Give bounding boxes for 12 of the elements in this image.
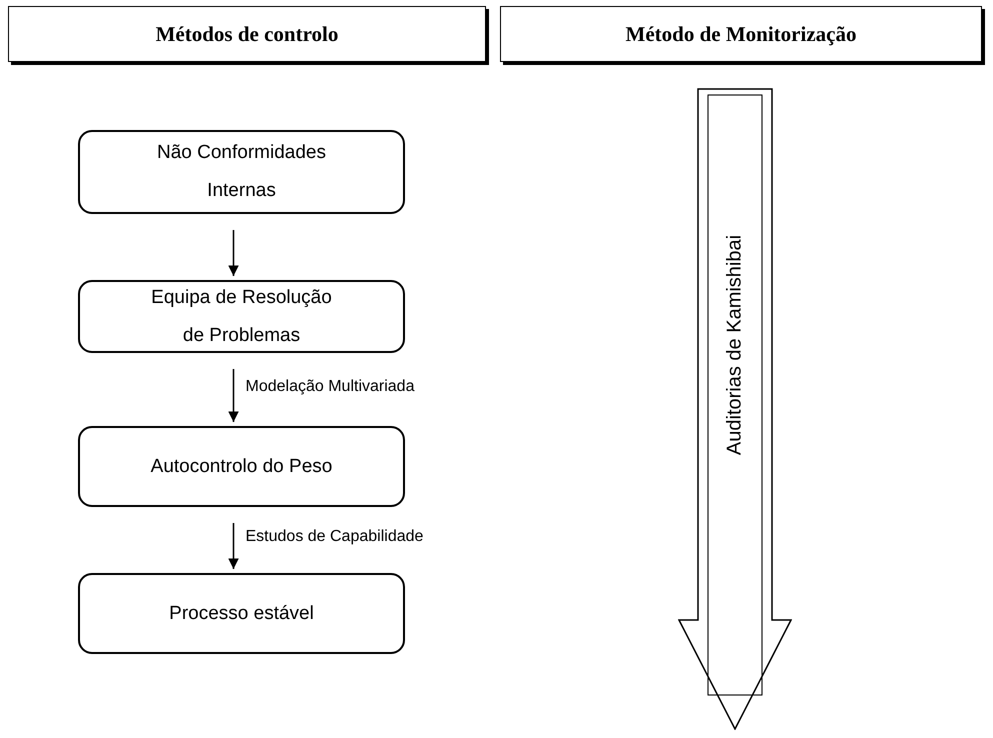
edge-label: Modelação Multivariada: [246, 378, 414, 396]
arrow: [228, 523, 239, 569]
arrow: [228, 369, 239, 422]
edge-label: Estudos de Capabilidade: [246, 528, 424, 546]
process-box: Processo estável: [78, 573, 405, 654]
section-header: Métodos de controlo: [8, 6, 486, 62]
process-box: Não Conformidades Internas: [78, 130, 405, 214]
process-box: Autocontrolo do Peso: [78, 426, 405, 507]
arrow-label: Auditorias de Kamishibai: [724, 234, 746, 455]
section-header: Método de Monitorização: [500, 6, 982, 62]
arrow: [228, 230, 239, 276]
process-box: Equipa de Resolução de Problemas: [78, 280, 405, 353]
